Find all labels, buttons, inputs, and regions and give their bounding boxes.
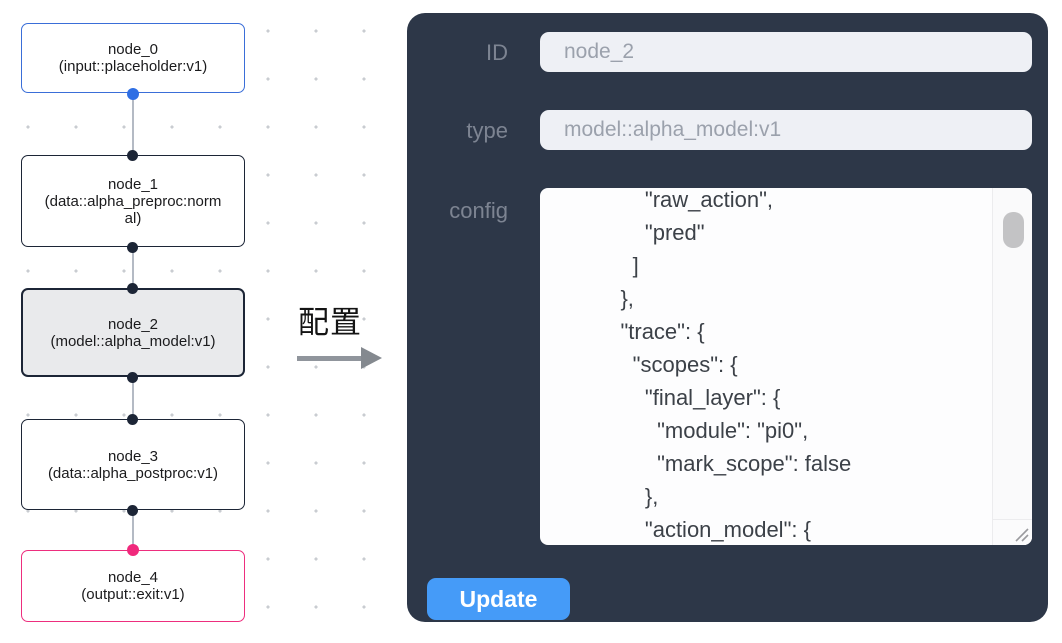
node-3-input-handle[interactable] [127,414,138,425]
node-3-output-handle[interactable] [127,505,138,516]
node-title: node_0 [107,41,159,58]
node-subtitle: (data::alpha_postproc:v1) [47,464,219,482]
node-0[interactable]: node_0 (input::placeholder:v1) [21,23,245,93]
config-field-label: config [449,198,508,223]
type-field-label: type [466,118,508,143]
update-button[interactable]: Update [427,578,570,620]
edge-node3-node4 [132,510,134,550]
node-subtitle: (input::placeholder:v1) [58,58,208,75]
edge-node1-node2 [132,247,134,288]
node-title: node_3 [107,447,159,465]
node-0-output-handle[interactable] [127,88,139,100]
config-annotation-label: 配置 [298,305,362,340]
node-subtitle: (data::alpha_preproc:normal) [44,192,222,227]
config-json-text: "raw_action", "pred" ] }, "trace": { "sc… [620,188,852,542]
id-input[interactable] [540,32,1032,72]
node-title: node_1 [107,175,159,193]
node-4-input-handle[interactable] [127,544,139,556]
node-1[interactable]: node_1 (data::alpha_preproc:normal) [21,155,245,247]
node-subtitle: (model::alpha_model:v1) [50,332,216,350]
node-4[interactable]: node_4 (output::exit:v1) [21,550,245,622]
edge-node2-node3 [132,377,134,419]
node-title: node_4 [107,569,159,586]
editor-scrollbar-track[interactable] [992,188,1032,545]
config-json-editor[interactable]: "raw_action", "pred" ] }, "trace": { "sc… [540,188,1032,545]
node-title: node_2 [107,315,159,333]
node-1-output-handle[interactable] [127,242,138,253]
node-3[interactable]: node_3 (data::alpha_postproc:v1) [21,419,245,510]
resize-handle-icon[interactable] [1012,525,1029,542]
node-config-panel: ID type config "raw_action", "pred" ] },… [407,13,1048,622]
node-2-output-handle[interactable] [127,372,138,383]
node-subtitle: (output::exit:v1) [81,586,185,603]
id-field-label: ID [486,40,508,65]
edge-node0-node1 [132,93,134,155]
node-2-input-handle[interactable] [127,283,138,294]
pipeline-canvas: node_0 (input::placeholder:v1) node_1 (d… [0,0,400,643]
node-1-input-handle[interactable] [127,150,138,161]
type-input[interactable] [540,110,1032,150]
right-arrow-icon [297,347,385,369]
node-2-selected[interactable]: node_2 (model::alpha_model:v1) [21,288,245,377]
editor-scrollbar-thumb[interactable] [1003,212,1024,248]
